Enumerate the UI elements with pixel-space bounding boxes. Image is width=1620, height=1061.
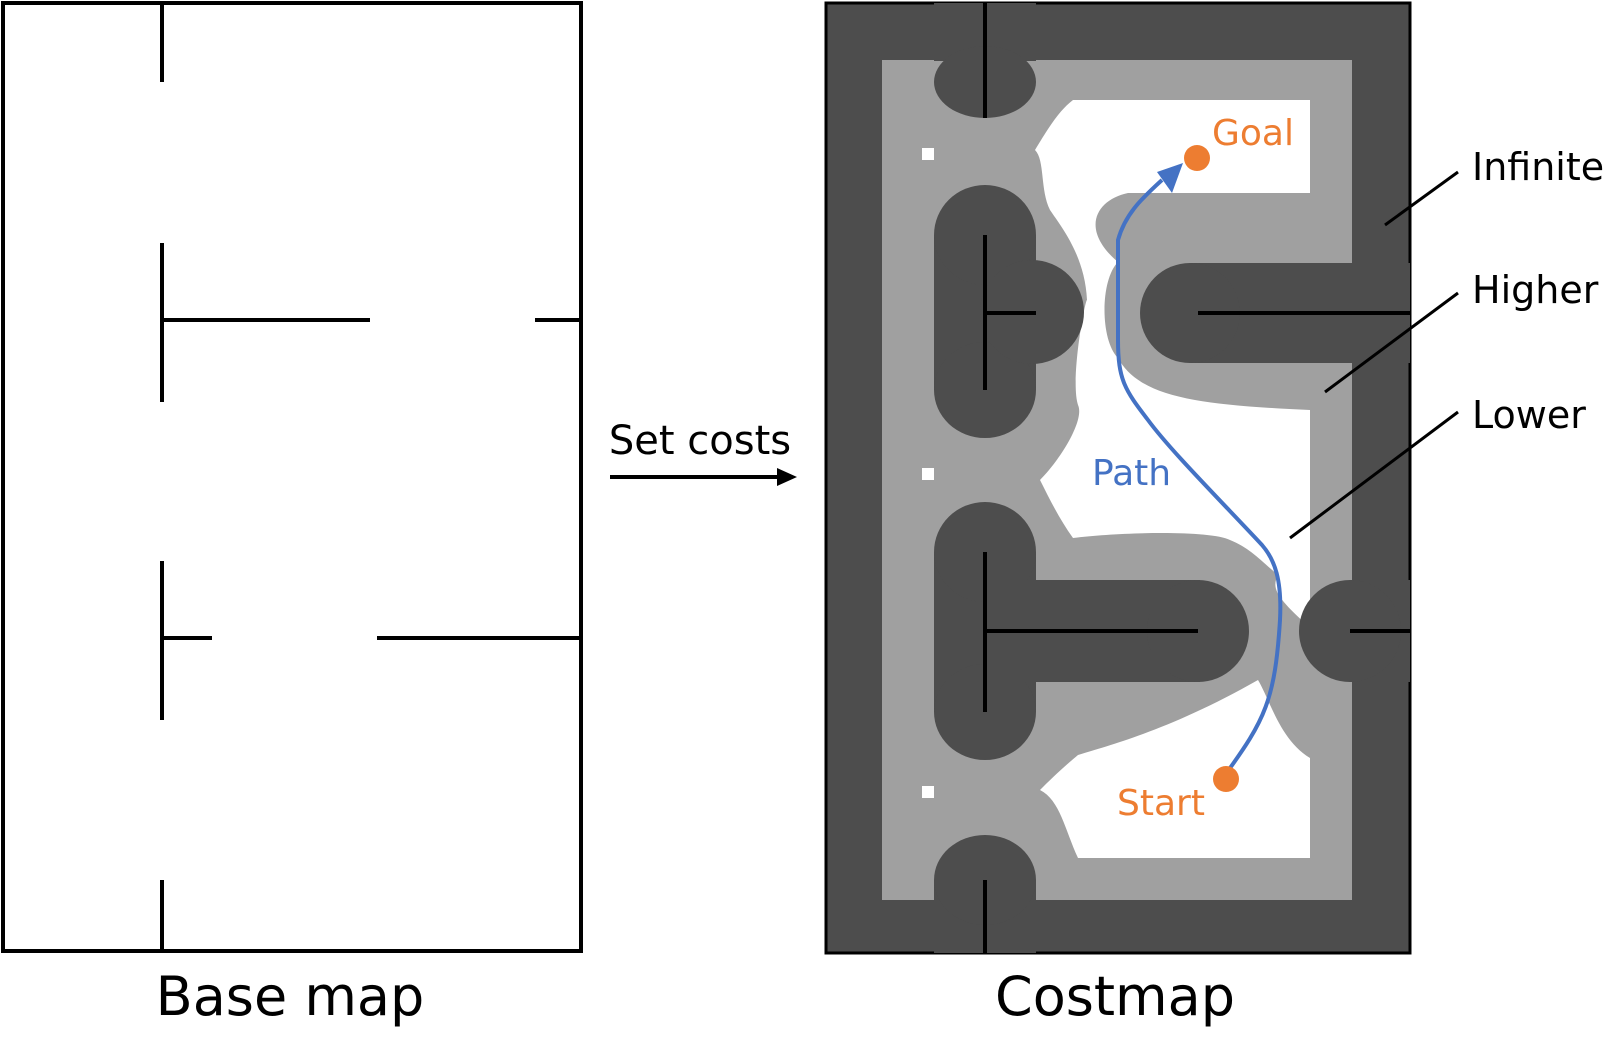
- costmap-lower-zone: [1035, 100, 1310, 858]
- goal-marker: [1184, 145, 1210, 171]
- higher-callout-line: [1324, 291, 1459, 394]
- legend-infinite: Infinite: [1472, 145, 1604, 189]
- infinite-callout-line: [1384, 170, 1459, 227]
- arrow-head-icon: [777, 468, 797, 486]
- base-map-walls: [160, 3, 581, 951]
- legend-higher: Higher: [1472, 268, 1599, 312]
- goal-label: Goal: [1212, 113, 1294, 154]
- costmap-walls: [983, 3, 1410, 953]
- start-marker: [1213, 766, 1239, 792]
- costmap: Goal Start Path Costmap: [824, 1, 1412, 1028]
- set-costs-label: Set costs: [609, 418, 791, 464]
- path-label: Path: [1092, 453, 1171, 494]
- base-map-caption: Base map: [156, 965, 425, 1028]
- legend-lower: Lower: [1472, 393, 1586, 437]
- base-map-outline: [1, 1, 583, 953]
- path-arrow-head-icon: [1157, 163, 1183, 193]
- costmap-caption: Costmap: [995, 965, 1235, 1028]
- cost-legend: Infinite Higher Lower: [1289, 145, 1604, 540]
- path-line: [1115, 178, 1283, 777]
- costmap-free-dots: [922, 148, 934, 798]
- start-label: Start: [1117, 783, 1205, 824]
- set-costs-transition: Set costs: [609, 418, 797, 486]
- lower-callout-line: [1289, 410, 1459, 540]
- base-map: Base map: [1, 1, 583, 1028]
